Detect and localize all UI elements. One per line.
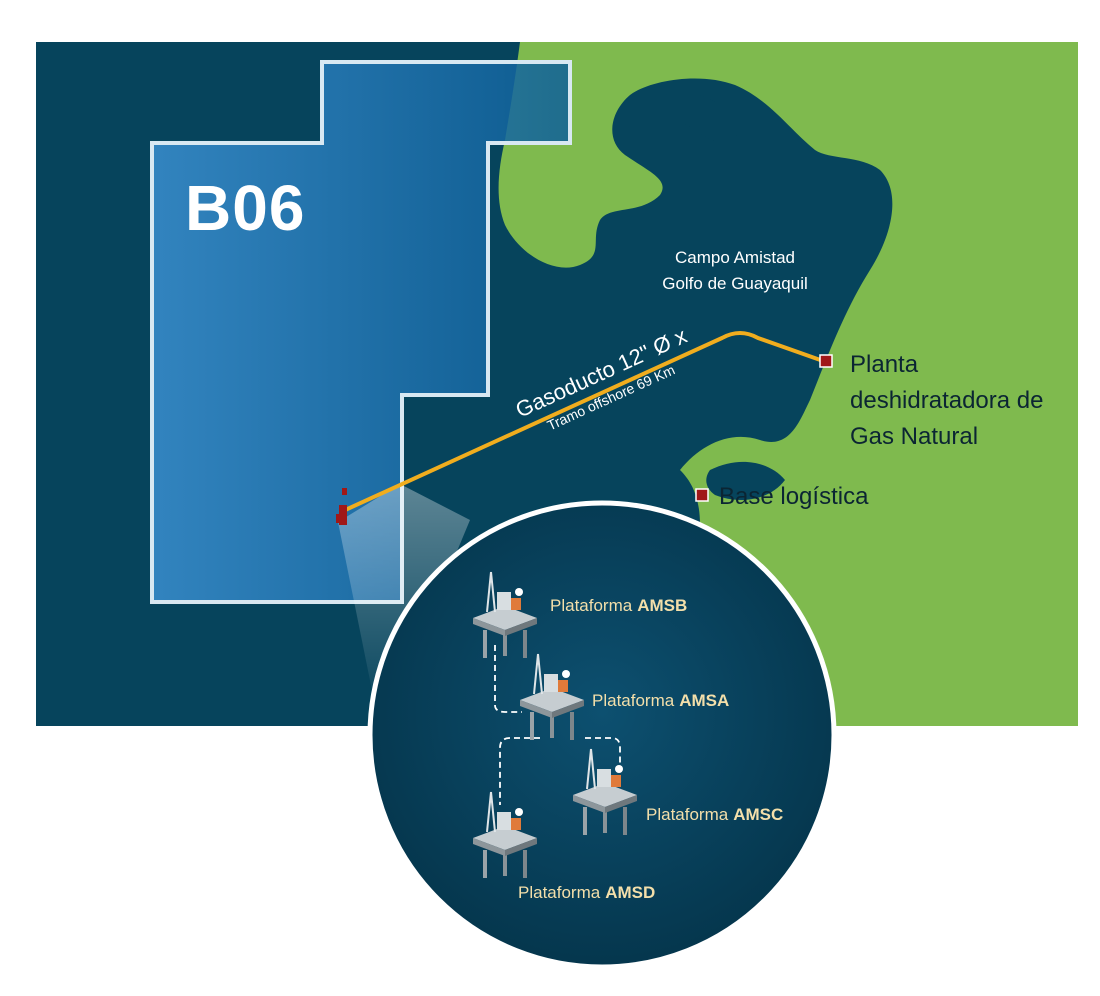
land-mass xyxy=(498,42,1078,726)
zoom-beam xyxy=(338,484,470,720)
link-amsa-amsd xyxy=(499,737,540,805)
link-amsa-amsc xyxy=(585,737,621,778)
platform-amsb[interactable] xyxy=(473,571,537,658)
field-region: Golfo de Guayaquil xyxy=(662,274,808,293)
platform-label-prefix: Plataforma xyxy=(518,883,601,902)
base-marker[interactable] xyxy=(695,488,709,502)
platform-label-prefix: Plataforma xyxy=(646,805,729,824)
block-b06-area[interactable] xyxy=(150,60,572,604)
platform-amsd[interactable] xyxy=(473,791,537,878)
platform-label-prefix: Plataforma xyxy=(592,691,675,710)
platform-label-code: AMSB xyxy=(637,596,687,615)
oil-platform-icon xyxy=(520,653,584,740)
plant-label-line2: deshidratadora de xyxy=(850,387,1043,414)
link-amsb-amsa xyxy=(494,645,522,713)
oil-platform-icon xyxy=(473,791,537,878)
platform-label-code: AMSD xyxy=(605,883,655,902)
block-label: B06 xyxy=(185,172,305,244)
platform-label-prefix: Plataforma xyxy=(550,596,633,615)
pipeline-route xyxy=(341,331,828,513)
platform-label-code: AMSA xyxy=(679,691,729,710)
oil-platform-icon xyxy=(473,571,537,658)
plant-marker[interactable] xyxy=(819,354,833,368)
plant-label-line1: Planta xyxy=(850,351,919,378)
oil-platform-icon xyxy=(573,748,637,835)
base-label: Base logística xyxy=(719,483,869,510)
plant-label-line3: Gas Natural xyxy=(850,423,978,450)
field-name: Campo Amistad xyxy=(675,248,795,267)
bay xyxy=(706,461,785,500)
platform-amsc[interactable] xyxy=(573,748,637,835)
platform-cluster-marker[interactable] xyxy=(336,488,347,525)
platform-amsa[interactable] xyxy=(520,653,584,740)
platform-label-code: AMSC xyxy=(733,805,783,824)
lagoon xyxy=(652,92,740,143)
